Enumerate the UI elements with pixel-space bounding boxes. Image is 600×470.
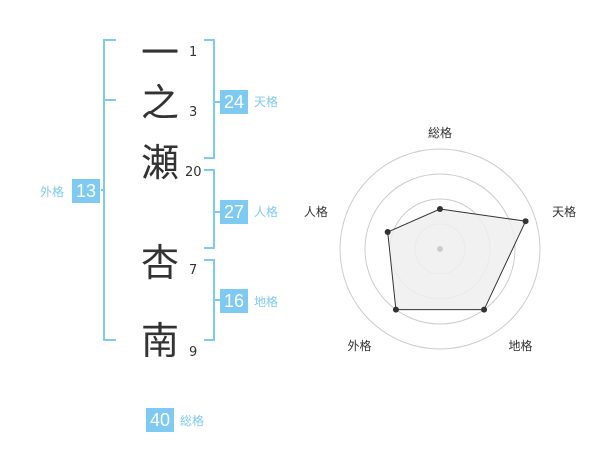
stroke-count-5: 9 — [189, 345, 198, 360]
tenkaku-bracket — [204, 39, 215, 159]
radar-point-2 — [522, 218, 529, 225]
radar-axis-label-4: 外格 — [347, 338, 371, 353]
gaikaku-label: 外格 — [40, 185, 65, 199]
radar-axis-label-3: 地格 — [509, 338, 533, 353]
tenkaku-label: 天格 — [254, 95, 279, 109]
tenkaku-badge: 24 — [220, 90, 248, 114]
radar-point-4 — [392, 306, 399, 313]
name-char-3: 瀬 — [140, 141, 179, 185]
radar-axis-label-5: 人格 — [304, 204, 328, 219]
radar-axis-label-1: 総格 — [428, 125, 452, 140]
chikaku-badge: 16 — [220, 289, 248, 313]
name-char-5: 南 — [140, 319, 179, 363]
jinkaku-label: 人格 — [254, 205, 279, 219]
stroke-count-4: 7 — [189, 263, 198, 278]
stroke-count-2: 3 — [189, 105, 198, 120]
name-char-2: 之 — [140, 81, 179, 125]
stroke-count-3: 20 — [185, 165, 202, 180]
chikaku-label: 地格 — [254, 295, 279, 309]
radar-point-1 — [437, 206, 443, 212]
radar-ring-3 — [364, 173, 516, 325]
gaikaku-badge: 13 — [72, 179, 100, 203]
jinkaku-bracket — [204, 169, 215, 249]
radar-axis-label-2: 天格 — [552, 204, 576, 219]
radar-center-dot — [437, 246, 443, 252]
radar-data-area — [387, 208, 527, 311]
name-char-4: 杏 — [140, 241, 179, 285]
soukaku-label: 総格 — [180, 414, 205, 428]
radar-point-5 — [384, 229, 391, 236]
name-char-1: 一 — [140, 31, 179, 75]
jinkaku-badge: 27 — [220, 200, 248, 224]
soukaku-badge: 40 — [146, 408, 174, 432]
radar-point-3 — [481, 306, 488, 313]
stroke-count-1: 1 — [189, 45, 198, 60]
radar-ring-4 — [339, 148, 541, 350]
